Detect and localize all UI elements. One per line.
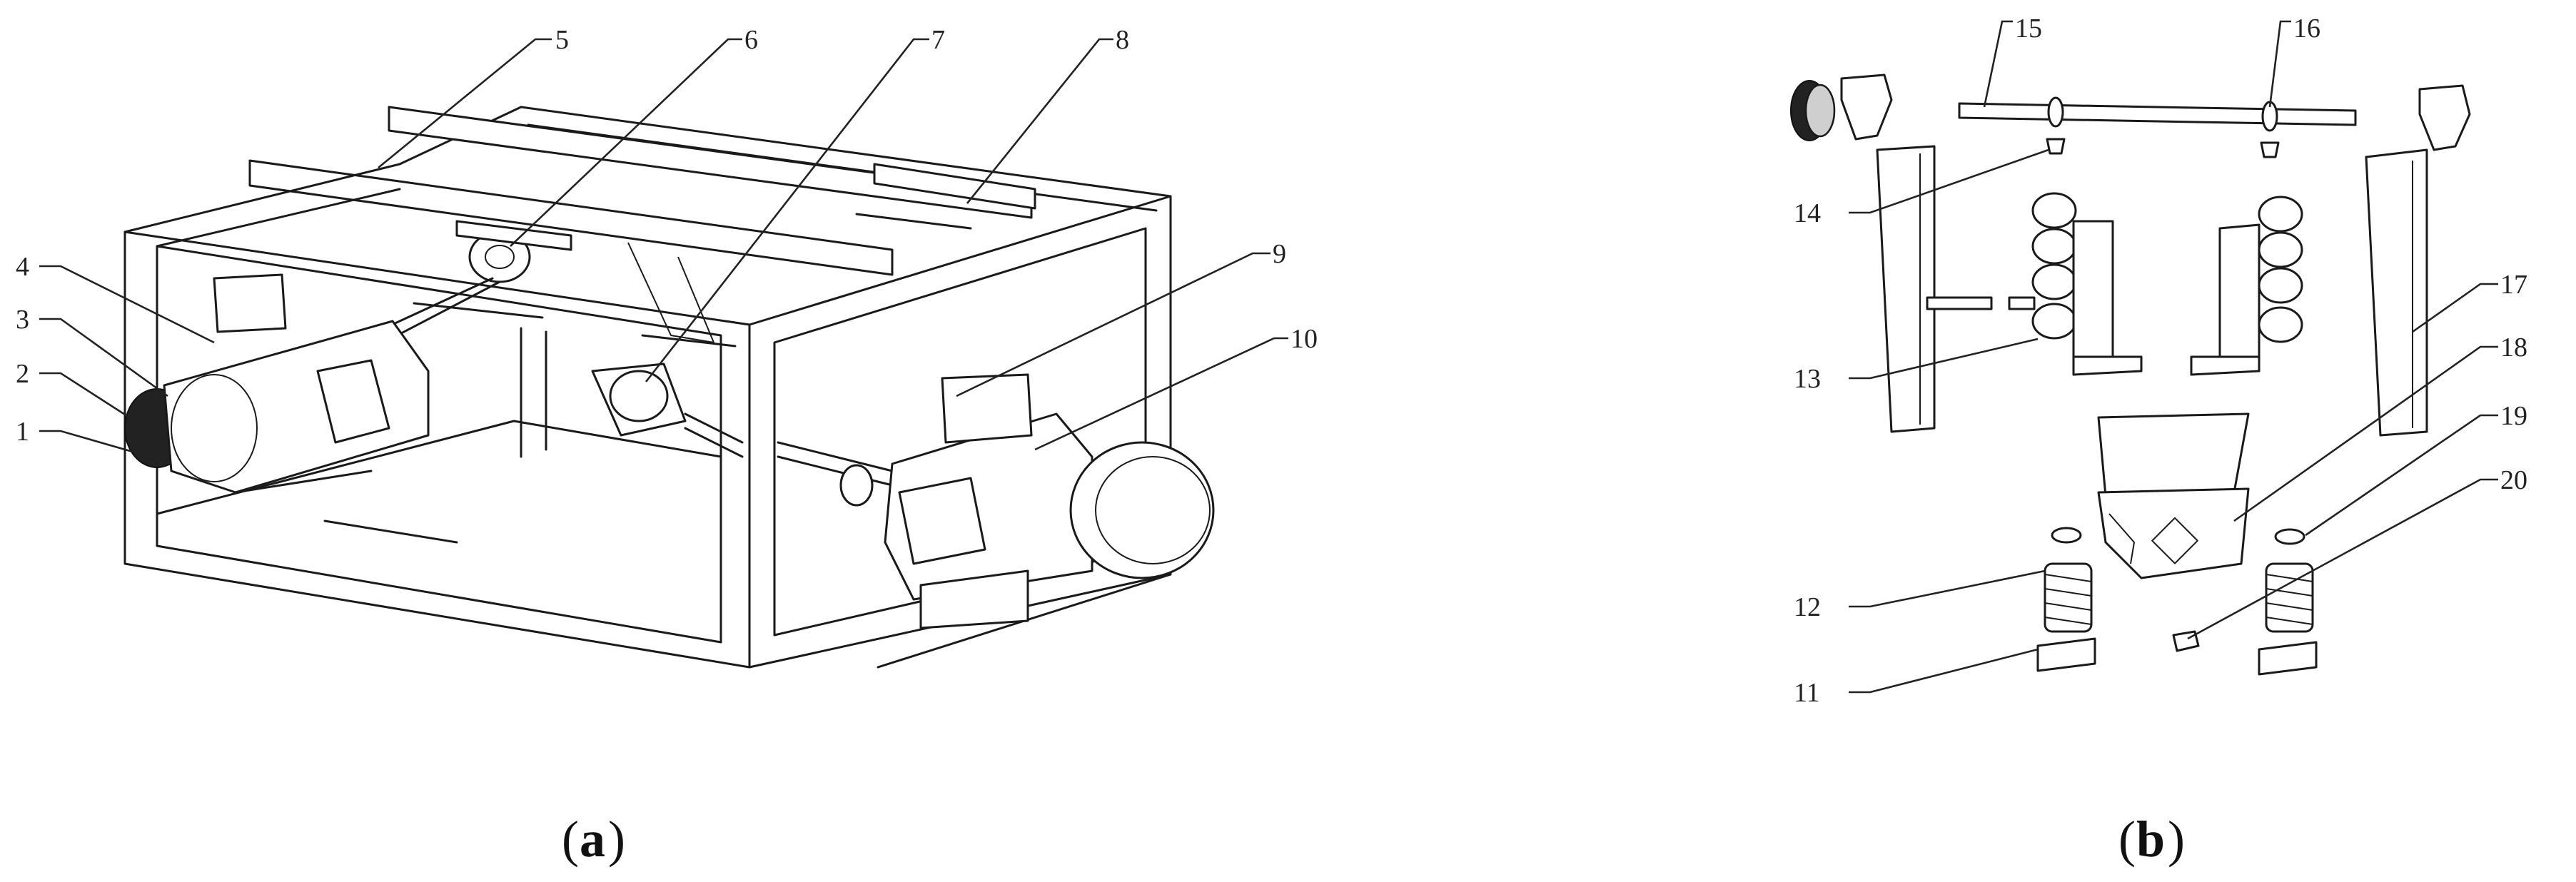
- label-7: 7: [931, 25, 945, 55]
- caption-b-letter: b: [2136, 811, 2165, 868]
- svg-text:(: (: [2118, 811, 2136, 868]
- label-4: 4: [16, 252, 29, 282]
- label-17: 17: [2500, 270, 2527, 300]
- panel-a-labels: 1 2 3 4 5 6 7 8 9 10: [16, 25, 1318, 447]
- label-20: 20: [2500, 465, 2527, 495]
- label-5: 5: [555, 25, 569, 55]
- label-9: 9: [1273, 239, 1286, 269]
- panel-b-leaders: [1849, 20, 2498, 694]
- label-12: 12: [1794, 592, 1821, 622]
- svg-text:(: (: [562, 811, 579, 868]
- label-6: 6: [744, 25, 758, 55]
- label-2: 2: [16, 359, 29, 389]
- caption-b: ( b ): [2118, 811, 2185, 868]
- label-10: 10: [1290, 324, 1318, 354]
- label-19: 19: [2500, 401, 2527, 431]
- label-18: 18: [2500, 333, 2527, 363]
- panel-a-drawing: [123, 106, 1215, 669]
- panel-b-drawing: [1790, 74, 2471, 676]
- label-15: 15: [2015, 14, 2042, 44]
- label-14: 14: [1794, 198, 1821, 228]
- label-3: 3: [16, 305, 29, 335]
- label-13: 13: [1794, 364, 1821, 394]
- svg-text:): ): [608, 811, 625, 868]
- label-16: 16: [2293, 14, 2320, 44]
- label-8: 8: [1116, 25, 1129, 55]
- label-11: 11: [1794, 678, 1820, 708]
- label-1: 1: [16, 417, 29, 447]
- caption-a-letter: a: [580, 811, 605, 868]
- panel-b-labels: 11 12 13 14 15 16 17 18 19 20: [1794, 14, 2527, 708]
- svg-text:): ): [2168, 811, 2185, 868]
- caption-a: ( a ): [562, 811, 625, 868]
- panel-a-leaders: [39, 38, 1288, 458]
